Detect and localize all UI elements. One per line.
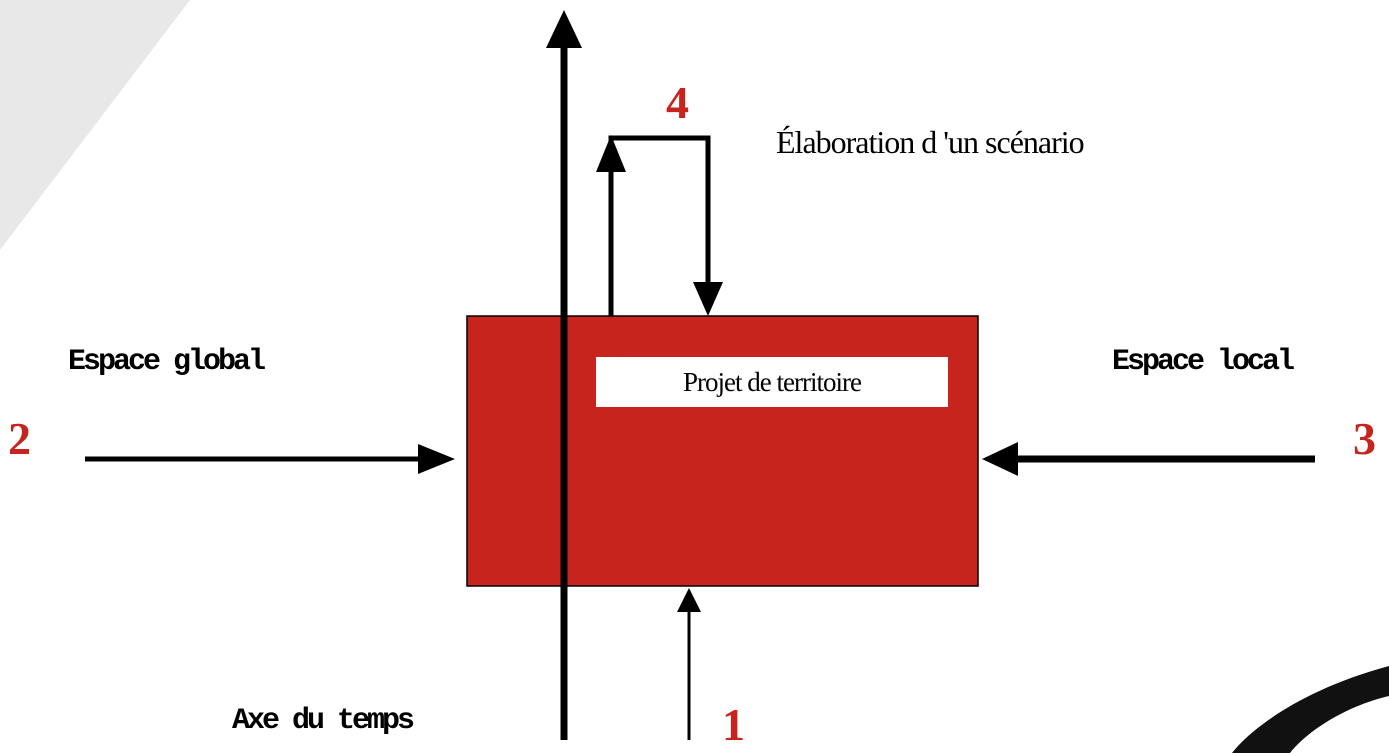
- local-space-label: Espace local: [1112, 345, 1295, 379]
- background-gray-wedge: [0, 0, 190, 250]
- scenario-loop-line: [608, 135, 711, 316]
- scenario-loop-down-arrowhead: [693, 282, 723, 316]
- scenario-loop-up-arrowhead: [596, 135, 626, 172]
- bottom-input-arrowhead: [677, 588, 701, 612]
- global-space-label: Espace global: [68, 345, 266, 379]
- marker-three: 3: [1353, 413, 1376, 464]
- marker-two: 2: [8, 413, 31, 464]
- project-title: Projet de territoire: [683, 366, 862, 397]
- global-space-arrowhead: [418, 444, 455, 474]
- background-dark-swoosh: [1232, 666, 1389, 753]
- time-axis-arrowhead: [546, 10, 582, 48]
- local-space-arrowhead: [982, 442, 1018, 476]
- marker-four: 4: [666, 77, 689, 128]
- scenario-label: Élaboration d 'un scénario: [776, 124, 1085, 160]
- marker-one: 1: [722, 699, 745, 750]
- project-title-box: Projet de territoire: [596, 357, 948, 407]
- time-axis-label: Axe du temps: [232, 704, 415, 738]
